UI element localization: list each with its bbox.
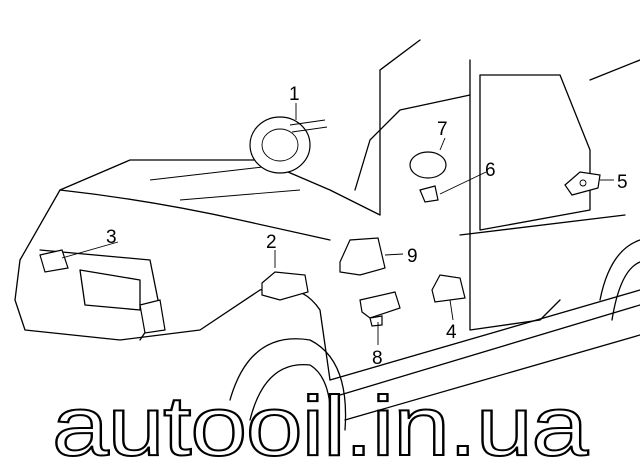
part-6-clip	[419, 185, 439, 203]
callout-2: 2	[266, 232, 277, 253]
part-7-sensor	[409, 151, 447, 179]
callout-9: 9	[407, 246, 418, 267]
part-5-sensor	[564, 171, 601, 196]
callout-5: 5	[617, 172, 628, 193]
callout-1: 1	[289, 84, 300, 105]
part-9-bracket	[339, 237, 386, 276]
watermark: autooil.in.ua	[52, 379, 589, 471]
callout-6: 6	[485, 160, 496, 181]
callout-8: 8	[372, 348, 383, 369]
callout-4: 4	[446, 322, 457, 343]
part-4-sensor	[431, 274, 466, 303]
part-2-sensor	[261, 271, 309, 301]
part-1-spiral-cable	[249, 116, 328, 174]
part-8-connector	[359, 291, 401, 327]
part-3-sensor	[39, 249, 166, 334]
callout-3: 3	[106, 227, 117, 248]
leader-lines	[61, 103, 614, 345]
callout-7: 7	[437, 119, 448, 140]
